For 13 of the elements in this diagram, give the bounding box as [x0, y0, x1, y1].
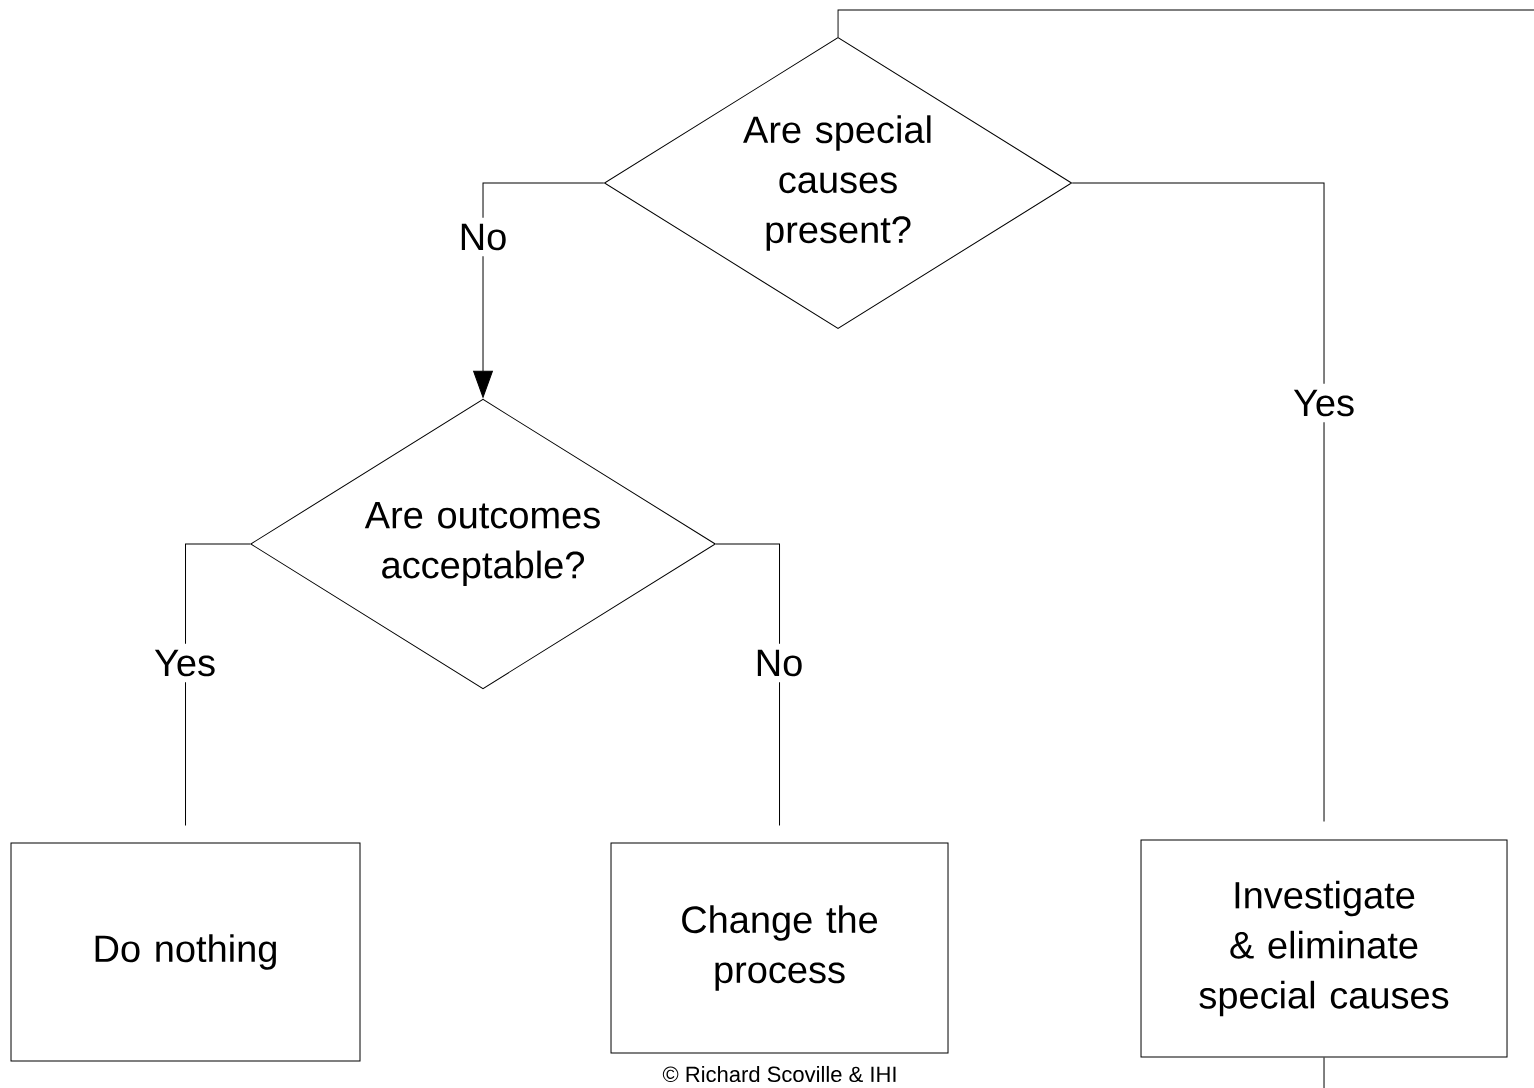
connector-line — [185, 543, 251, 826]
connector-line — [1071, 182, 1325, 822]
connector-line — [1323, 1057, 1325, 1088]
process-box: Investigate & eliminate special causes — [1140, 839, 1508, 1058]
edge-label: No — [748, 643, 810, 683]
edge-label: No — [452, 217, 514, 257]
edge-label: Yes — [148, 643, 222, 683]
arrow — [473, 182, 605, 398]
connector-line — [715, 543, 780, 826]
process-box: Do nothing — [10, 842, 361, 1062]
edge-label: Yes — [1287, 383, 1361, 423]
process-box: Change the process — [610, 842, 949, 1054]
connector-line — [837, 9, 1534, 38]
